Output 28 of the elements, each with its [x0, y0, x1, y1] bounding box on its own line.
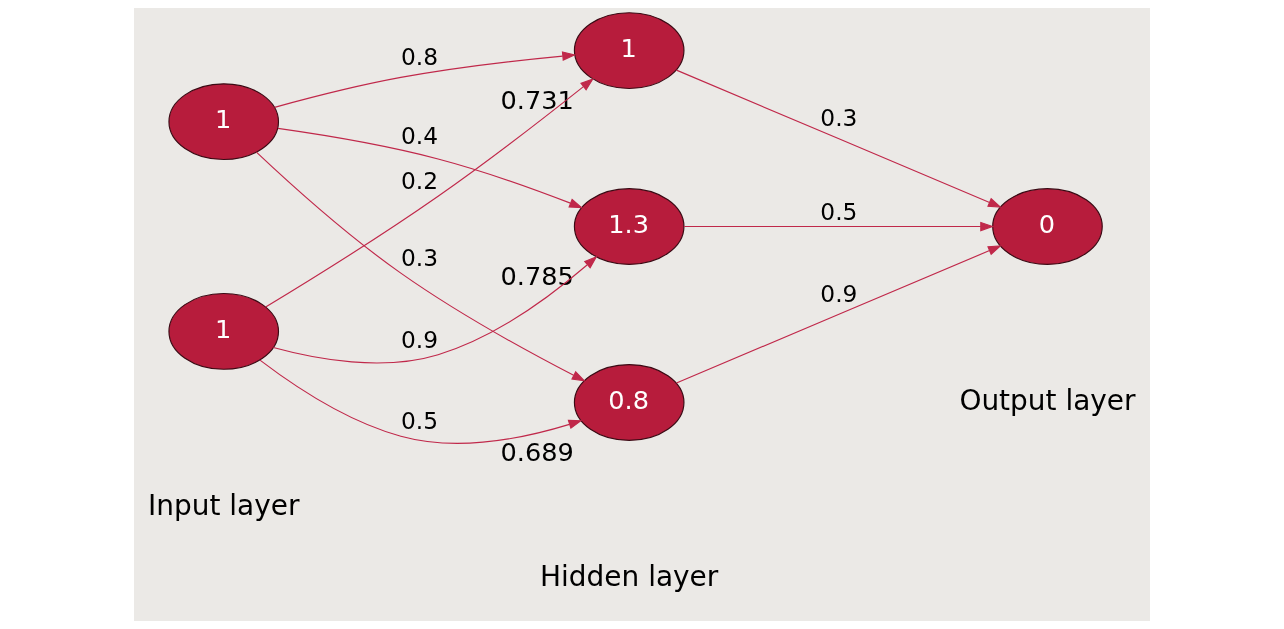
arrow [255, 151, 586, 382]
arrow [272, 255, 598, 364]
edge-label: 0.4 [400, 121, 438, 149]
edge-label: 0.8 [400, 42, 438, 70]
edge-label: 0.9 [820, 280, 858, 308]
node-label: 0.731 [500, 84, 574, 115]
node-label: 0.785 [500, 260, 574, 291]
arrow [675, 69, 1002, 208]
arrow [273, 51, 577, 108]
edge-label: 0.3 [820, 104, 858, 132]
edge-label: 0.9 [400, 325, 438, 353]
node-ellipse: 1 [168, 292, 280, 370]
edge-label: 0.5 [400, 407, 438, 435]
label: Input layer [148, 488, 300, 522]
node-ellipse: 0 [992, 188, 1103, 265]
edge-label: 0.3 [400, 244, 438, 272]
node-ellipse: 1.3 [573, 188, 685, 265]
label: Output layer [959, 383, 1136, 417]
node-label: 0.689 [500, 436, 574, 467]
edge-label: 0.2 [400, 167, 438, 195]
label: Hidden layer [540, 559, 719, 593]
edge-label: 0.5 [820, 197, 858, 225]
arrow [259, 359, 583, 444]
arrow [265, 78, 595, 308]
node-ellipse: 1 [168, 83, 280, 161]
arrow [683, 221, 995, 232]
arrow [675, 245, 1002, 384]
arrow [277, 127, 584, 209]
